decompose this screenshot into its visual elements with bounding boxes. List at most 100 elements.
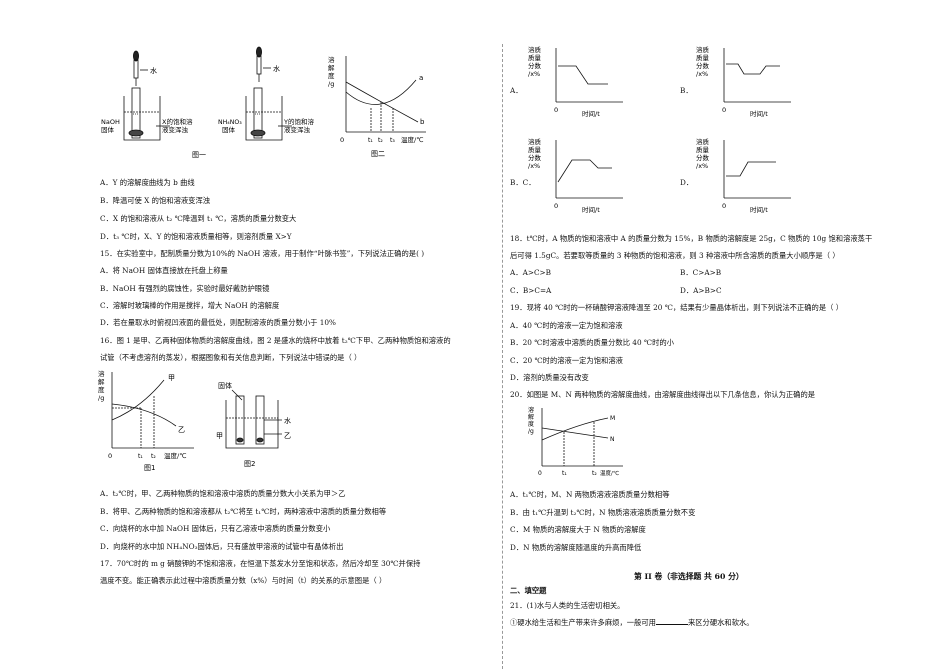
q16-fig1-yi: 乙	[178, 426, 185, 434]
dropper-icon	[255, 46, 271, 82]
svg-text:度: 度	[98, 385, 105, 394]
q19-option-c: C．20 ℃时的溶液一定为饱和溶液	[510, 356, 623, 365]
svg-text:解: 解	[328, 63, 335, 72]
svg-text:时间/t: 时间/t	[750, 205, 768, 214]
beaker-right	[245, 87, 292, 141]
figure-two-solubility: 溶 解 度 /g a b 0 t₁ t₂ t₃ 温度/℃ 图二	[328, 55, 426, 158]
figure-one-beakers: 水 NaOH 固体 X的饱和溶 液变浑浊 水	[101, 46, 314, 159]
q17-option-c-label: B．C．	[510, 178, 536, 187]
q16-fig2-caption: 图2	[244, 460, 255, 468]
fig1-right-desc1: Y的饱和溶	[283, 117, 314, 126]
fig1-water-right: 水	[273, 64, 280, 73]
svg-text:质量: 质量	[528, 145, 542, 154]
svg-text:t₂: t₂	[592, 470, 597, 477]
q19-option-d: D．溶剂的质量没有改变	[510, 373, 589, 382]
q16-figure-2: 固体 水 乙 甲 图2	[216, 381, 291, 468]
svg-text:/x%: /x%	[696, 162, 708, 170]
series-b-label: b	[420, 118, 425, 126]
q14-option-c: C．X 的饱和溶液从 t₂ ℃降温到 t₁ ℃，溶质的质量分数变大	[100, 214, 297, 223]
q15-option-a: A．将 NaOH 固体直接放在托盘上称量	[100, 266, 228, 275]
q18-stem-line2: 后可得 1.5gC。若要取等质量的 3 种物质的饱和溶液，则 3 种溶液中所含溶…	[510, 251, 840, 260]
beaker-left	[123, 87, 170, 141]
svg-text:分数: 分数	[528, 61, 542, 70]
q16-figure-1: 溶 解 度 /g 甲 乙 0 t₁ t₂ 温度/℃ 图1	[98, 369, 194, 472]
svg-text:t₃: t₃	[390, 137, 395, 144]
q16-fig2-solid: 固体	[218, 381, 232, 390]
q17-option-a-label: A．	[510, 86, 523, 95]
q21-part1-after: 来区分硬水和软水。	[687, 618, 754, 627]
q14-option-b: B．降温可使 X 的饱和溶液变浑浊	[100, 196, 211, 205]
svg-text:/x%: /x%	[528, 70, 540, 78]
q17-option-d-label: D．	[680, 178, 694, 187]
svg-text:0: 0	[108, 452, 112, 460]
q16-fig2-water: 水	[284, 416, 291, 425]
svg-text:时间/t: 时间/t	[750, 109, 768, 118]
q19-option-a: A．40 ℃时的溶液一定为饱和溶液	[510, 321, 623, 330]
svg-text:t₁: t₁	[138, 453, 143, 460]
svg-text:解: 解	[98, 377, 105, 386]
q16-fig2-yi: 乙	[284, 432, 291, 440]
svg-text:分数: 分数	[528, 153, 542, 162]
svg-text:温度/℃: 温度/℃	[600, 469, 619, 477]
svg-text:溶质: 溶质	[696, 45, 710, 54]
q16-option-c: C．向烧杯的水中加 NaOH 固体后，只有乙溶液中溶质的质量分数变小	[100, 524, 331, 533]
q14-option-d: D．t₃ ℃时，X、Y 的饱和溶液质量相等，则溶剂质量 X>Y	[100, 232, 292, 241]
svg-text:溶: 溶	[328, 55, 335, 64]
q21-answer-blank[interactable]	[655, 617, 688, 625]
curve-a	[345, 79, 417, 105]
q17-graph-a: 溶质质量分数/x% 0 时间/t	[528, 45, 623, 118]
fig1-caption: 图一	[192, 151, 206, 159]
q17-stem-line2: 温度不变。能正确表示此过程中溶质质量分数（x%）与时间（t）的关系的示意图是（ …	[100, 576, 387, 585]
q18-option-b: B．C>A>B	[680, 268, 722, 277]
svg-text:/g: /g	[528, 428, 534, 435]
fig1-right-label2: 固体	[222, 125, 236, 134]
svg-text:质量: 质量	[696, 53, 710, 62]
svg-text:/x%: /x%	[528, 162, 540, 170]
svg-text:t₁: t₁	[368, 137, 373, 144]
q16-option-a: A．t₂℃时，甲、乙两种物质的饱和溶液中溶质的质量分数大小关系为甲＞乙	[100, 489, 346, 498]
q20-option-d: D．N 物质的溶解度随温度的升高而降低	[510, 543, 642, 552]
svg-text:度: 度	[328, 71, 335, 80]
q16-fig1-caption: 图1	[144, 464, 155, 472]
q18-option-a: A．A>C>B	[510, 268, 552, 277]
curve-yi	[111, 403, 177, 427]
fill-in-heading: 二、填空题	[510, 586, 547, 595]
svg-text:0: 0	[722, 202, 726, 210]
svg-text:/g: /g	[98, 394, 104, 402]
q16-option-d: D．向烧杯的水中加 NH₄NO₃固体后，只有盛放甲溶液的试管中有晶体析出	[100, 542, 344, 551]
svg-text:度: 度	[528, 420, 534, 428]
svg-text:温度/℃: 温度/℃	[401, 135, 424, 144]
svg-text:溶质: 溶质	[528, 137, 542, 146]
svg-text:0: 0	[340, 136, 344, 144]
q17-stem-line1: 17．70℃时的 m g 硝酸钾的不饱和溶液，在恒温下蒸发水分至饱和状态，然后冷…	[100, 559, 421, 568]
svg-text:溶: 溶	[98, 369, 105, 378]
svg-text:0: 0	[554, 106, 558, 114]
svg-text:0: 0	[538, 470, 542, 477]
q17-graph-b: 溶质质量分数/x% 0 时间/t	[696, 45, 791, 118]
svg-text:t₂: t₂	[378, 137, 383, 144]
q15-option-c: C．溶解时玻璃棒的作用是搅拌，增大 NaOH 的溶解度	[100, 301, 280, 310]
q15-stem: 15．在实验室中，配制质量分数为10%的 NaOH 溶液，用于制作“叶脉书签”，…	[100, 249, 425, 258]
svg-text:溶质: 溶质	[528, 45, 542, 54]
svg-text:分数: 分数	[696, 153, 710, 162]
svg-text:时间/t: 时间/t	[582, 109, 600, 118]
q16-fig1-jia: 甲	[168, 374, 175, 382]
svg-text:质量: 质量	[528, 53, 542, 62]
q16-stem-line2: 试管（不考虑溶剂的蒸发），根据图象和有关信息判断，下列说法中错误的是（ ）	[100, 353, 362, 362]
section-two-title: 第 II 卷（非选择题 共 60 分）	[634, 572, 744, 581]
svg-text:质量: 质量	[696, 145, 710, 154]
fig1-left-desc1: X的饱和溶	[162, 117, 193, 126]
curve-n	[541, 427, 609, 439]
fig2-caption: 图二	[371, 150, 385, 158]
svg-text:t₂: t₂	[151, 453, 156, 460]
curve-b	[345, 81, 419, 123]
curve-jia	[111, 379, 165, 421]
q21-stem: 21．(1)水与人类的生活密切相关。	[510, 601, 625, 610]
svg-text:解: 解	[528, 413, 534, 421]
q17-graph-d: 溶质质量分数/x% 0 时间/t	[696, 137, 791, 214]
fig1-left-desc2: 液变浑浊	[162, 125, 189, 134]
q17-graph-c: 溶质质量分数/x% 0 时间/t	[528, 137, 623, 214]
svg-text:0: 0	[554, 202, 558, 210]
svg-text:溶: 溶	[528, 406, 534, 414]
q20-option-c: C．M 物质的溶解度大于 N 物质的溶解度	[510, 525, 646, 534]
